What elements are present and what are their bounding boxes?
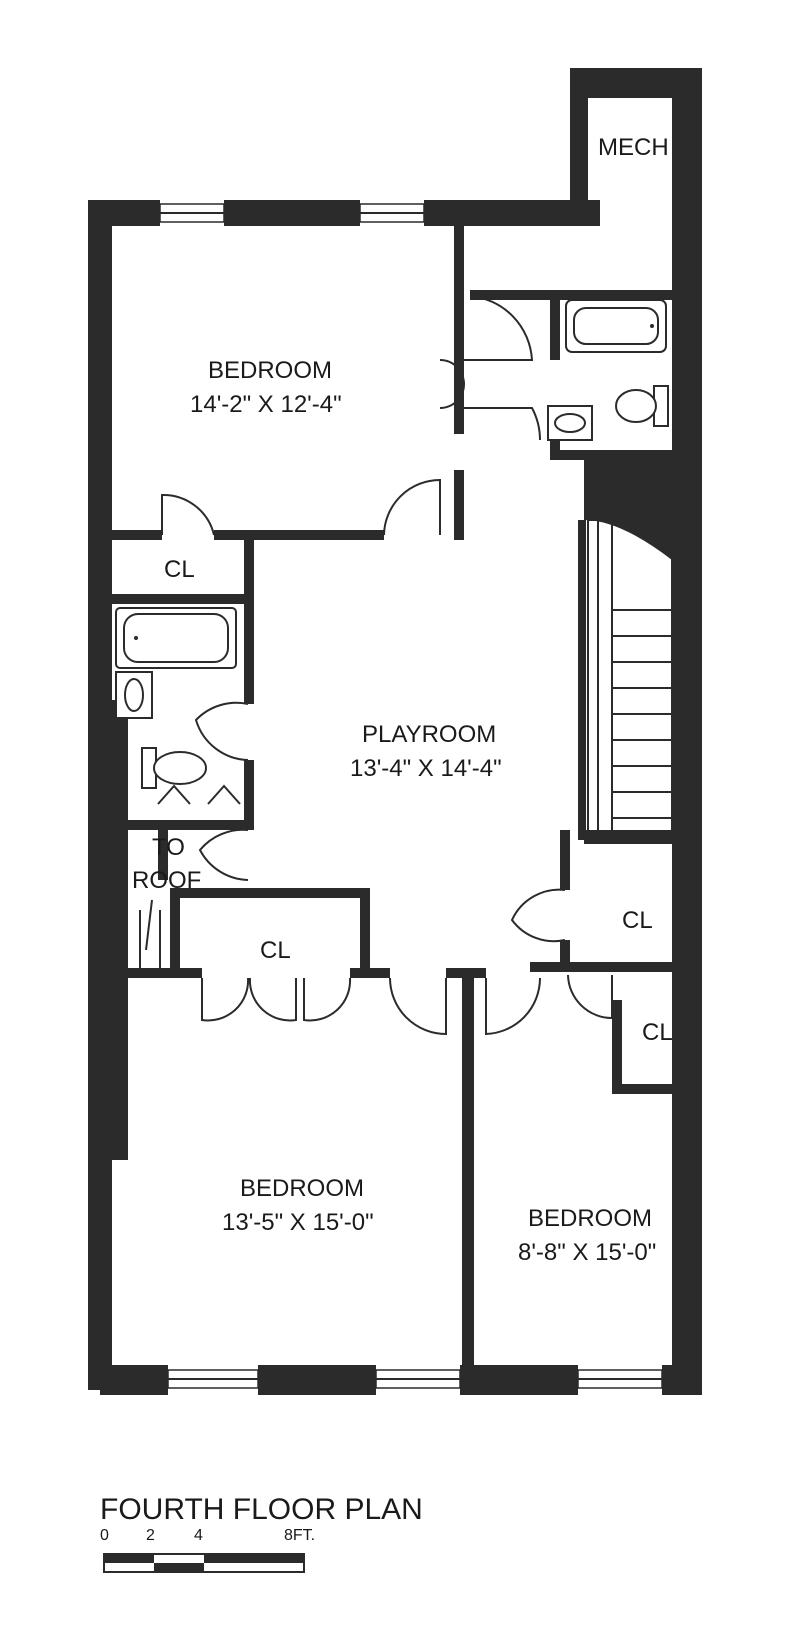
playroom-size: 13'-4" X 14'-4" bbox=[350, 755, 502, 782]
playroom-name: PLAYROOM bbox=[362, 721, 496, 748]
bedroom-right-name: BEDROOM bbox=[528, 1205, 652, 1232]
bedroom-right-size: 8'-8" X 15'-0" bbox=[518, 1239, 656, 1266]
closet-lower-right-label: CL bbox=[642, 1019, 673, 1046]
mech-label: MECH bbox=[598, 134, 669, 161]
doors bbox=[157, 295, 613, 1036]
windows bbox=[159, 203, 663, 1389]
exterior-walls bbox=[88, 68, 702, 1395]
scale-mark-2: 2 bbox=[146, 1527, 155, 1544]
bathroom-fixtures bbox=[115, 299, 669, 789]
scale-mark-4: 4 bbox=[194, 1527, 203, 1544]
roof-ladder bbox=[139, 899, 161, 968]
scale-mark-0: 0 bbox=[100, 1527, 109, 1544]
bedroom-left-size: 13'-5" X 15'-0" bbox=[222, 1209, 374, 1236]
closet-upper-left-label: CL bbox=[164, 556, 195, 583]
closet-middle-right-label: CL bbox=[622, 907, 653, 934]
scale-mark-8: 8FT. bbox=[284, 1527, 315, 1544]
plan-title: FOURTH FLOOR PLAN bbox=[100, 1493, 423, 1526]
to-roof-line2: ROOF bbox=[132, 867, 201, 894]
closet-center-label: CL bbox=[260, 937, 291, 964]
bedroom-top-name: BEDROOM bbox=[208, 357, 332, 384]
bedroom-left-name: BEDROOM bbox=[240, 1175, 364, 1202]
bedroom-top-size: 14'-2" X 12'-4" bbox=[190, 391, 342, 418]
interior-walls bbox=[112, 224, 672, 1368]
staircase bbox=[587, 519, 673, 833]
to-roof-line1: TO bbox=[152, 834, 185, 861]
scale-bar: 0 2 4 8FT. bbox=[100, 1527, 315, 1573]
